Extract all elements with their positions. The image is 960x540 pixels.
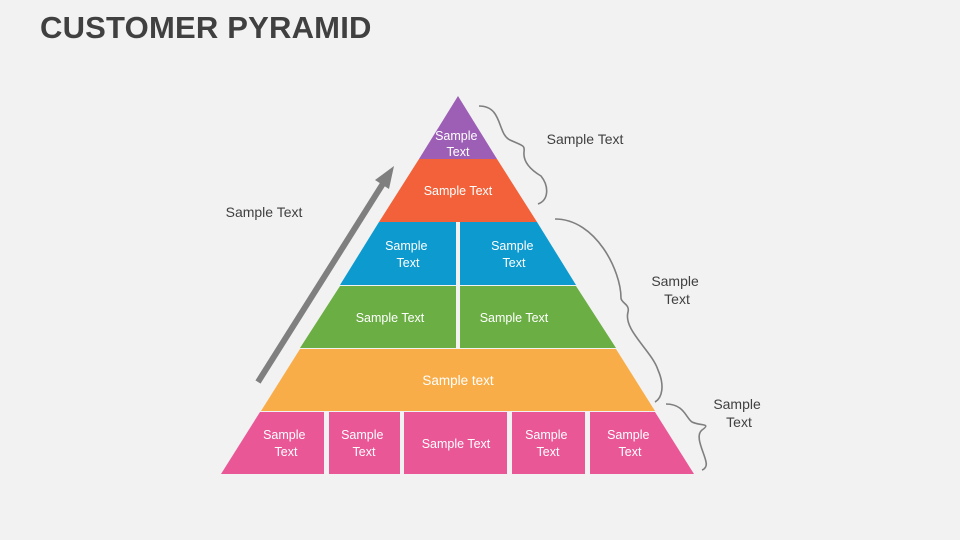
tier-6-cell-4[interactable]: [512, 412, 585, 474]
arrow-shaft: [255, 180, 387, 384]
middle-brace-label: Sample Text: [651, 273, 702, 307]
tier-4-right-label: Sample Text: [480, 311, 549, 325]
tier-6-cell-3[interactable]: [404, 412, 507, 474]
curly-brace-icon: [665, 403, 708, 471]
tier-5-label: Sample text: [422, 373, 494, 388]
top-brace-label: Sample Text: [547, 131, 624, 147]
tier-2-segment[interactable]: [379, 159, 537, 222]
tier-4-left-segment[interactable]: [300, 286, 456, 348]
tier-1-label: Sample Text: [435, 129, 481, 159]
middle-brace-label-line-1: Sample: [651, 273, 699, 289]
arrow-up-right-icon: [255, 166, 394, 384]
tier-6-cell-1[interactable]: [221, 412, 324, 474]
tier-3-right-label: Sample Text: [491, 239, 537, 270]
curly-brace-icon: [554, 218, 663, 403]
tier-4-left-label: Sample Text: [356, 311, 425, 325]
tier-3-left-label: Sample Text: [385, 239, 431, 270]
tier-6-cell-2-label-line-2: Text: [353, 445, 376, 459]
tier-1-label-line-2: Text: [447, 145, 470, 159]
tier-6-cell-4-label: Sample Text: [525, 428, 571, 459]
tier-6-cell-5-label-line-2: Text: [619, 445, 642, 459]
tier-5-segment[interactable]: [261, 349, 655, 411]
middle-brace-label-line-2: Text: [664, 291, 690, 307]
tier-3-right-segment[interactable]: [460, 222, 576, 285]
tier-3-right-label-line-2: Text: [503, 256, 526, 270]
tier-1-label-line-1: Sample: [435, 129, 477, 143]
tier-6-cell-5-label: Sample Text: [607, 428, 653, 459]
tier-3-left-label-line-2: Text: [397, 256, 420, 270]
tier-6-cell-5-label-line-1: Sample: [607, 428, 649, 442]
tier-6-cell-5[interactable]: [590, 412, 694, 474]
tier-6-cell-2-label-line-1: Sample: [341, 428, 383, 442]
bottom-brace-label-line-1: Sample: [713, 396, 761, 412]
tier-6-cell-1-label-line-2: Text: [275, 445, 298, 459]
page-title: CUSTOMER PYRAMID: [40, 10, 372, 45]
tier-6-cell-2-label: Sample Text: [341, 428, 387, 459]
curly-brace-icon: [478, 105, 548, 205]
tier-3-right-label-line-1: Sample: [491, 239, 533, 253]
tier-6-cell-1-label: Sample Text: [263, 428, 309, 459]
tier-1-segment[interactable]: [419, 96, 497, 159]
tier-3-left-label-line-1: Sample: [385, 239, 427, 253]
tier-2-label: Sample Text: [424, 184, 493, 198]
tier-6-cell-4-label-line-2: Text: [537, 445, 560, 459]
arrow-label: Sample Text: [226, 204, 303, 220]
tier-6-cell-4-label-line-1: Sample: [525, 428, 567, 442]
tier-3-left-segment[interactable]: [340, 222, 456, 285]
bottom-brace-label: Sample Text: [713, 396, 764, 430]
tier-6-cell-1-label-line-1: Sample: [263, 428, 305, 442]
tier-4-right-segment[interactable]: [460, 286, 616, 348]
tier-6-cell-3-label: Sample Text: [422, 437, 491, 451]
arrow-head: [375, 166, 394, 189]
bottom-brace-label-line-2: Text: [726, 414, 752, 430]
tier-6-cell-2[interactable]: [329, 412, 400, 474]
